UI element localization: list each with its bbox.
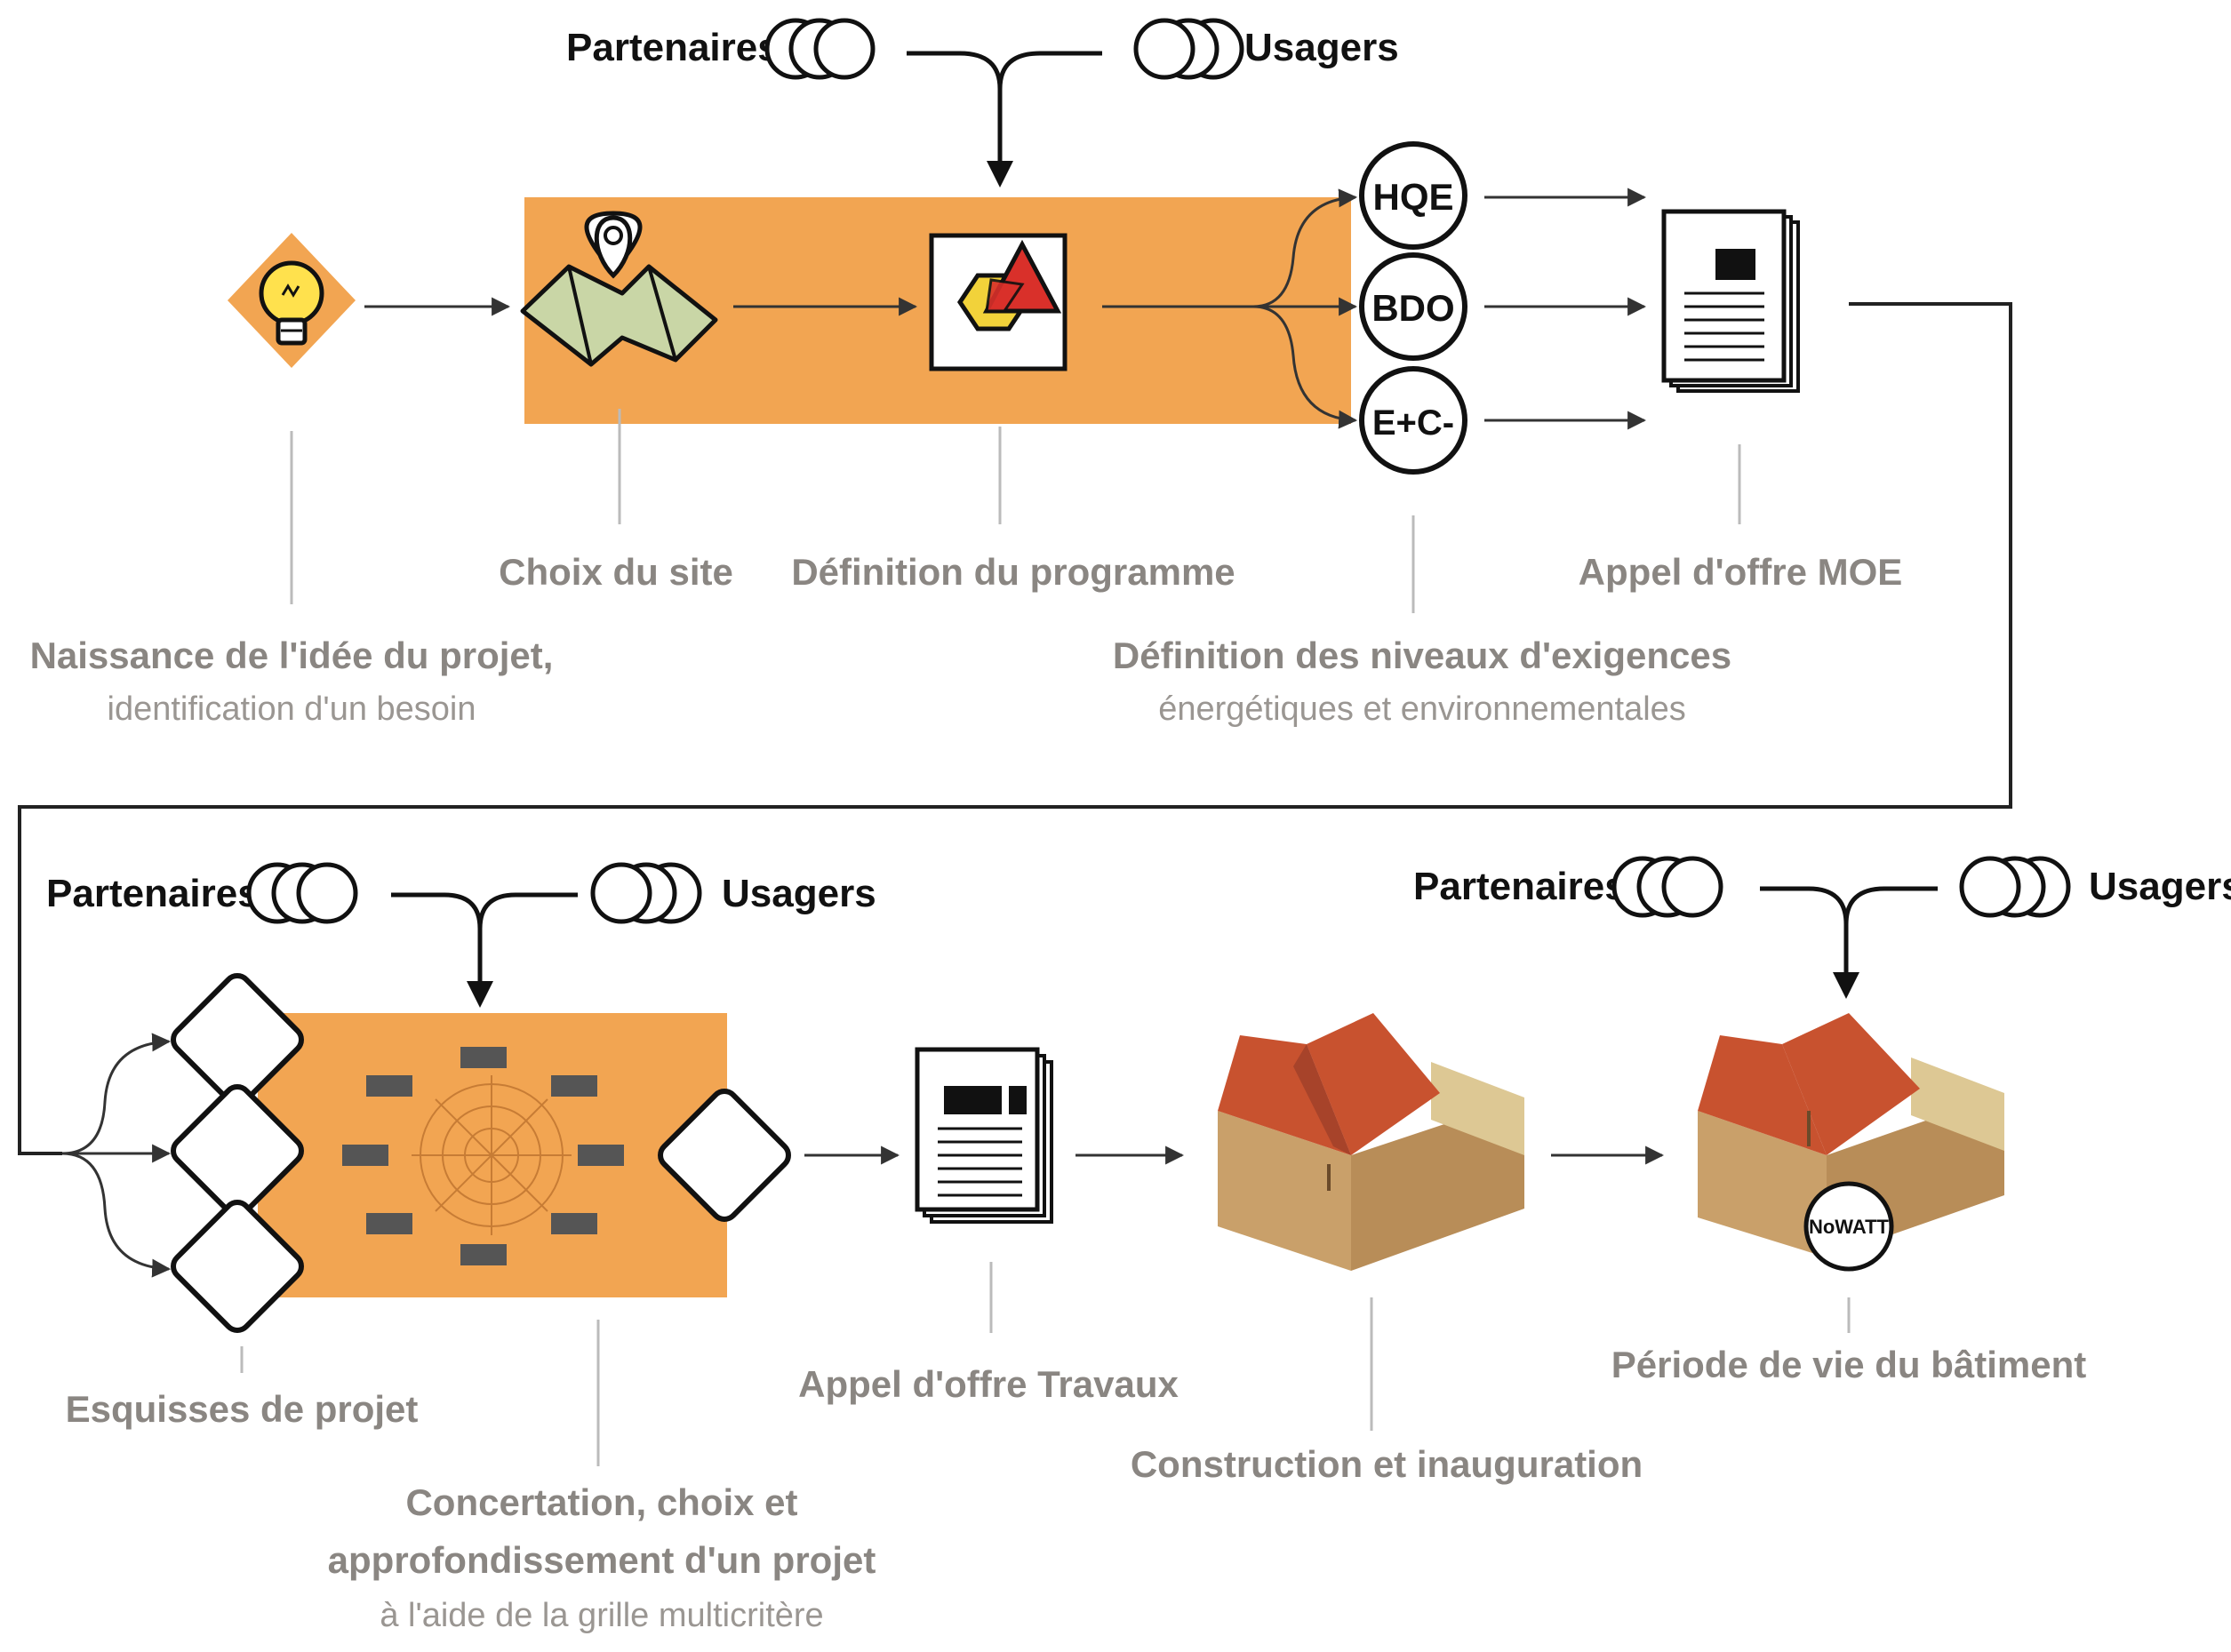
badge-bdo: BDO	[1359, 252, 1467, 361]
stakeholders-bottom-left: Partenaires Usagers	[46, 862, 876, 1008]
idea-birth-sublabel: identification d'un besoin	[108, 690, 476, 728]
requirements-label: Définition des niveaux d'exigences	[1113, 634, 1731, 676]
sketches-label: Esquisses de projet	[66, 1388, 419, 1430]
consultation-sublabel: à l'aide de la grille multicritère	[380, 1597, 823, 1634]
sketch-diamond-1	[171, 973, 304, 1106]
document-icon	[1661, 209, 1800, 393]
badge-hqe-label: HQE	[1372, 176, 1453, 218]
building-life-label: Période de vie du bâtiment	[1611, 1344, 2086, 1385]
badge-nowatt-label: NoWATT	[1809, 1216, 1890, 1238]
sketch-diamond-3	[171, 1200, 304, 1333]
users-rings-icon	[1959, 856, 2071, 918]
badge-nowatt: NoWATT	[1803, 1181, 1894, 1272]
site-choice-label: Choix du site	[499, 551, 733, 593]
partners-rings-icon	[764, 18, 876, 80]
program-definition-label: Définition du programme	[791, 551, 1235, 593]
map-icon	[520, 264, 718, 367]
house-icon	[1698, 1013, 2004, 1257]
works-tender-label: Appel d'offre Travaux	[798, 1363, 1179, 1405]
users-label-2: Usagers	[722, 872, 876, 915]
row-connector	[18, 302, 2012, 1155]
requirements-sublabel: énergétiques et environnementales	[1158, 690, 1686, 728]
users-rings-icon	[590, 862, 702, 924]
construction-label: Construction et inauguration	[1131, 1443, 1643, 1485]
partners-label-3: Partenaires	[1413, 865, 1627, 908]
stakeholders-top: Partenaires Usagers	[566, 18, 1399, 188]
house-icon	[1218, 1013, 1524, 1271]
lightbulb-icon	[228, 233, 356, 368]
partners-label-2: Partenaires	[46, 872, 260, 915]
document-icon	[915, 1047, 1053, 1224]
users-rings-icon	[1133, 18, 1244, 80]
badge-bdo-label: BDO	[1371, 287, 1454, 329]
consultation-label-1: Concertation, choix et	[405, 1481, 797, 1523]
map-pin-icon	[584, 211, 643, 279]
stakeholders-bottom-right: Partenaires Usagers	[1413, 856, 2231, 999]
badge-ec-label: E+C-	[1372, 403, 1454, 443]
criteria-tags	[342, 1047, 624, 1265]
multicriteria-grid-icon	[412, 1075, 572, 1235]
partners-rings-icon	[1611, 856, 1723, 918]
partners-rings-icon	[246, 862, 358, 924]
sketch-diamond-2	[171, 1084, 304, 1217]
users-label-3: Usagers	[2089, 865, 2231, 908]
sketch-diamonds	[171, 973, 791, 1333]
shapes-icon	[929, 233, 1068, 371]
users-label: Usagers	[1244, 26, 1399, 69]
moe-tender-label: Appel d'offre MOE	[1579, 551, 1903, 593]
idea-birth-label: Naissance de l'idée du projet,	[30, 634, 554, 676]
badge-ec: E+C-	[1359, 366, 1467, 475]
partners-label: Partenaires	[566, 26, 780, 69]
sketch-diamond-selected	[658, 1089, 791, 1222]
badge-hqe: HQE	[1359, 141, 1467, 250]
consultation-label-2: approfondissement d'un projet	[328, 1539, 876, 1581]
stakeholder-arrow-top	[907, 51, 1013, 188]
